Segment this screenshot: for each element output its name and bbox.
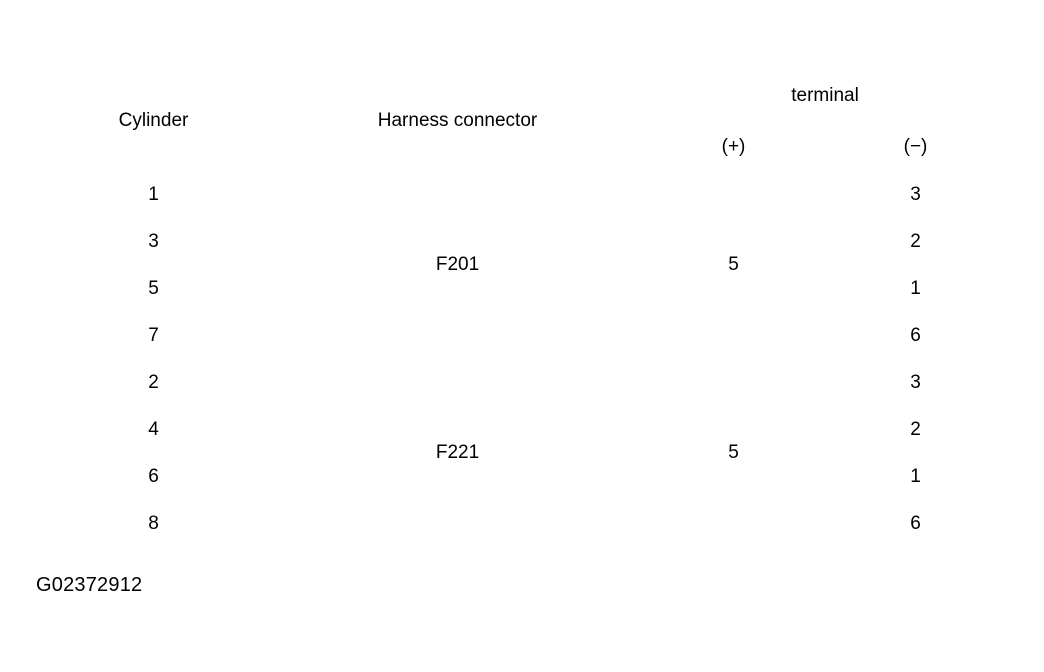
cell-terminal-negative: 2	[910, 230, 921, 252]
column-header-harness-connector: Harness connector	[377, 109, 538, 131]
cell-terminal-negative: 1	[910, 277, 921, 299]
cell-cylinder: 2	[148, 371, 159, 393]
table-row: 6 1	[35, 453, 1007, 500]
cell-terminal-negative: 3	[910, 371, 921, 393]
cell-terminal-positive: 5	[728, 442, 739, 463]
cell-cylinder: 4	[148, 418, 159, 440]
cell-terminal-negative: 3	[910, 183, 921, 205]
figure-caption: G02372912	[36, 574, 143, 596]
cell-harness-connector: F221	[435, 442, 480, 463]
cell-cylinder: 1	[148, 183, 159, 205]
column-header-terminal: terminal	[791, 85, 859, 106]
cell-terminal-positive: 5	[728, 254, 739, 275]
table-row: 5 1	[35, 265, 1007, 312]
table-row: 7 6	[35, 312, 1007, 359]
cylinder-harness-terminal-table: Cylinder Harness connector terminal (+) …	[35, 70, 1007, 547]
table-header: Cylinder Harness connector terminal (+) …	[35, 70, 1007, 171]
table-row: 4 2	[35, 406, 1007, 453]
column-header-terminal-negative: (−)	[903, 135, 928, 157]
cell-cylinder: 3	[148, 230, 159, 252]
cell-terminal-negative: 6	[910, 512, 921, 534]
table-body: 1 F201 5 3 3 2 5 1 7 6 2 F221 5	[35, 171, 1007, 547]
header-row-primary: Cylinder Harness connector terminal	[35, 70, 1007, 131]
table-row: 2 F221 5 3	[35, 359, 1007, 464]
column-header-terminal-positive: (+)	[721, 135, 746, 157]
cell-cylinder: 5	[148, 277, 159, 299]
cell-cylinder: 8	[148, 512, 159, 534]
cell-harness-connector: F201	[435, 254, 480, 275]
cell-terminal-negative: 2	[910, 418, 921, 440]
header-row-secondary: (+) (−)	[35, 122, 1007, 171]
table-row: 1 F201 5 3	[35, 171, 1007, 276]
cell-cylinder: 6	[148, 465, 159, 487]
cell-cylinder: 7	[148, 324, 159, 346]
table-row: 3 2	[35, 218, 1007, 265]
cell-terminal-negative: 1	[910, 465, 921, 487]
column-header-cylinder: Cylinder	[118, 109, 189, 131]
cell-terminal-negative: 6	[910, 324, 921, 346]
table-row: 8 6	[35, 500, 1007, 547]
